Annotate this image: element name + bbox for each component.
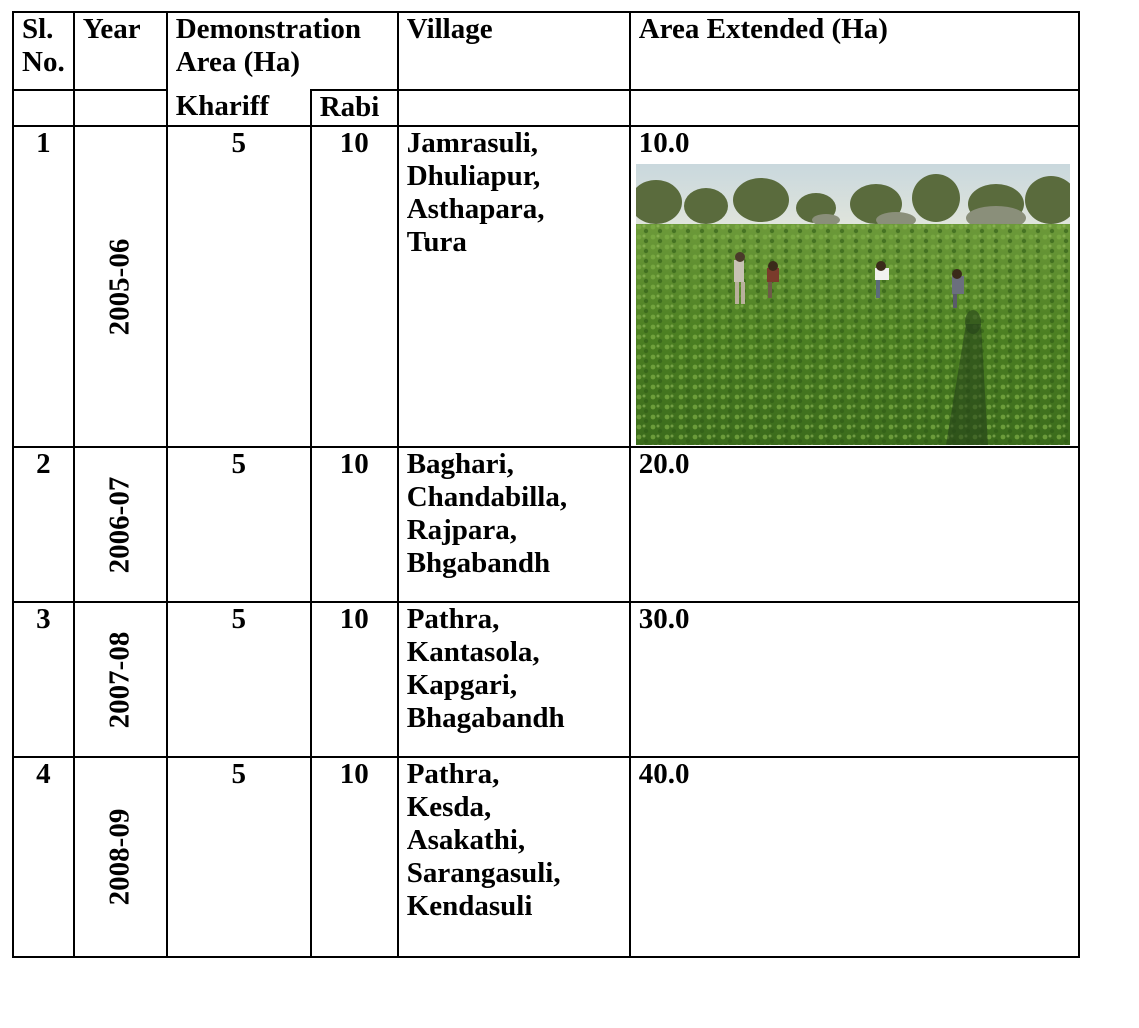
header-demonstration-area: Demonstration Area (Ha) [165,11,399,90]
village-name: Sarangasuli, [406,857,561,889]
year-cell: 2005-06 [72,125,168,448]
subheader-khariff: Khariff [165,90,312,127]
area-extended-cell: 40.0 [628,756,1080,958]
field-photo [635,164,1070,445]
year-label: 2006-07 [103,476,136,573]
area-extended-cell: 30.0 [628,601,1080,758]
khariff-cell: 5 [165,446,312,603]
village-name: Baghari, [406,448,514,480]
subheader-empty [12,89,75,127]
year-cell: 2007-08 [72,601,168,758]
rabi-cell: 10 [309,446,399,603]
header-sl-no: Sl. No. [12,11,75,91]
village-cell: Jamrasuli, Dhuliapur, Asthapara, Tura [396,125,631,448]
header-row: Sl. No. Year Demonstration Area (Ha) Vil… [12,11,1080,91]
village-name: Chandabilla, [406,481,568,513]
year-cell: 2008-09 [72,756,168,958]
village-name: Bhgabandh [406,547,551,579]
khariff-cell: 5 [165,601,312,758]
year-cell: 2006-07 [72,446,168,603]
village-name: Kesda, [406,791,492,823]
sl-no-cell: 3 [12,601,75,758]
village-name: Bhagabandh [406,702,565,734]
sl-no-cell: 1 [12,125,75,448]
khariff-cell: 5 [165,125,312,448]
header-year: Year [72,11,168,91]
area-extended-value: 10.0 [638,127,690,159]
subheader-empty [72,89,168,127]
village-name: Dhuliapur, [406,160,541,192]
area-extended-cell: 20.0 [628,446,1080,603]
village-cell: Pathra, Kantasola, Kapgari, Bhagabandh [396,601,631,758]
village-cell: Pathra, Kesda, Asakathi, Sarangasuli, Ke… [396,756,631,958]
header-village: Village [396,11,631,91]
village-name: Jamrasuli, [406,127,539,159]
village-name: Pathra, [406,758,500,790]
table-row: 1 2005-06 5 10 Jamrasuli, Dhuliapur, Ast… [12,125,1080,448]
sl-no-cell: 2 [12,446,75,603]
table-row: 2 2006-07 5 10 Baghari, Chandabilla, Raj… [12,446,1080,603]
year-label: 2008-09 [103,808,136,906]
rabi-cell: 10 [309,756,399,958]
header-area-extended: Area Extended (Ha) [628,11,1080,91]
subheader-empty [396,89,631,127]
year-label: 2007-08 [103,631,136,728]
village-name: Rajpara, [406,514,518,546]
village-name: Tura [406,226,467,258]
subheader-rabi: Rabi [309,89,399,127]
sl-no-cell: 4 [12,756,75,958]
subheader-row: Khariff Rabi [12,89,1080,127]
demonstration-table: Sl. No. Year Demonstration Area (Ha) Vil… [12,11,1080,958]
village-cell: Baghari, Chandabilla, Rajpara, Bhgabandh [396,446,631,603]
khariff-cell: 5 [165,756,312,958]
village-name: Kendasuli [406,890,533,922]
table-row: 4 2008-09 5 10 Pathra, Kesda, Asakathi, … [12,756,1080,958]
village-name: Kapgari, [406,669,518,701]
rabi-cell: 10 [309,125,399,448]
subheader-empty [628,89,1080,127]
village-name: Asthapara, [406,193,545,225]
table-row: 3 2007-08 5 10 Pathra, Kantasola, Kapgar… [12,601,1080,758]
rabi-cell: 10 [309,601,399,758]
village-name: Kantasola, [406,636,540,668]
village-name: Asakathi, [406,824,526,856]
year-label: 2005-06 [103,238,136,335]
area-extended-cell: 10.0 [628,125,1080,448]
village-name: Pathra, [406,603,500,635]
